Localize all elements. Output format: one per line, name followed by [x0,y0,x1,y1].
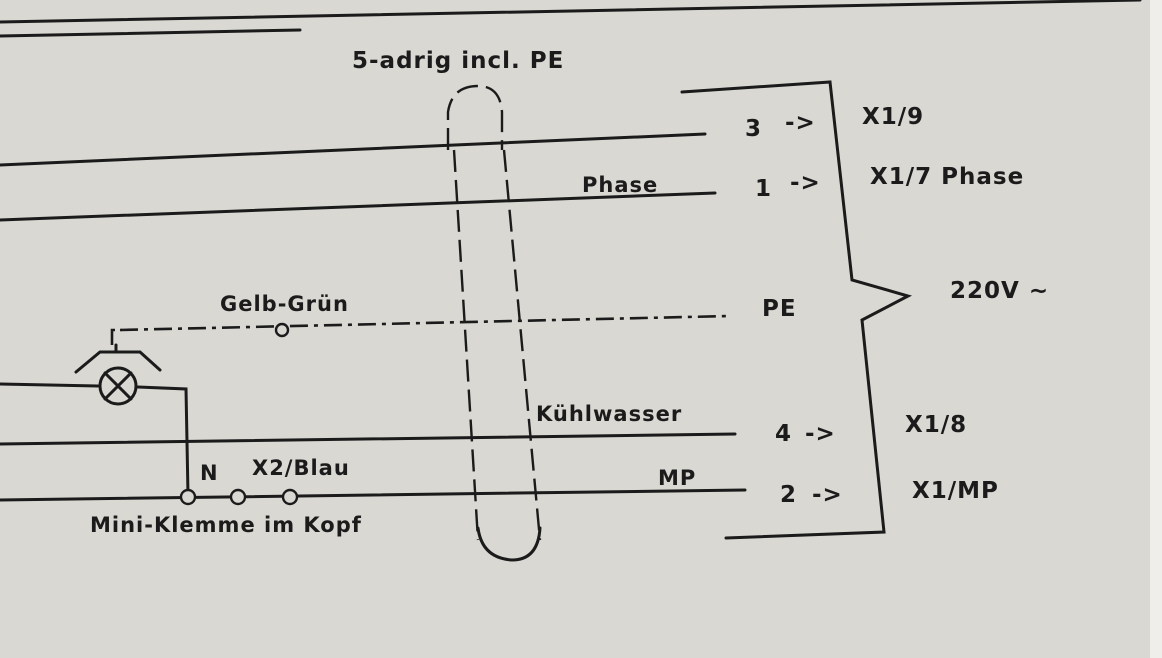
wire-2-mp [0,488,747,502]
neutral-label: N [200,461,219,485]
supply-brace [680,80,913,540]
connection-number-2: 2 [780,482,798,508]
connection-target-x1-mp: X1/MP [912,478,999,504]
cable-sheath-right [502,149,542,541]
connection-arrow-2: -> [812,482,843,508]
connection-target-pe: PE [762,296,797,322]
wire-1-phase [0,191,717,222]
wire-4-coolant [0,432,737,446]
wire-lamp-feed [0,382,100,388]
neutral-terminal-label: X2/Blau [252,456,350,480]
wire-lamp-to-neutral [136,385,190,497]
phase-wire-label: Phase [582,173,659,197]
border-line-top [0,0,1142,24]
connection-number-4: 4 [775,421,793,447]
pe-terminal [274,322,290,338]
cable-sheath-bottom [476,526,542,562]
connection-number-1: 1 [755,176,773,202]
terminal-n [179,488,197,506]
terminal-block-label: Mini-Klemme im Kopf [90,513,362,537]
cable-label: 5-adrig incl. PE [352,48,565,74]
coolant-wire-label: Kühlwasser [536,402,683,426]
connection-target-x1-8: X1/8 [905,412,968,438]
border-line-upper [0,28,302,38]
wire-pe-to-lamp [110,328,122,345]
connection-target-x1-9: X1/9 [862,104,925,130]
cable-sheath-left [452,149,480,541]
connection-arrow-3: -> [785,110,816,136]
mp-wire-label: MP [658,466,697,490]
paper-edge [1150,0,1162,658]
cable-sheath-top [446,84,504,150]
connection-target-x1-7: X1/7 Phase [870,164,1025,190]
connection-arrow-1: -> [790,170,821,196]
lamp-symbol [74,343,162,406]
terminal-3 [281,488,299,506]
connection-number-3: 3 [745,116,763,142]
connection-arrow-4: -> [805,421,836,447]
terminal-2 [229,488,247,506]
wire-3 [0,132,707,167]
pe-color-label: Gelb-Grün [220,292,349,316]
supply-voltage-label: 220V ~ [950,278,1050,304]
